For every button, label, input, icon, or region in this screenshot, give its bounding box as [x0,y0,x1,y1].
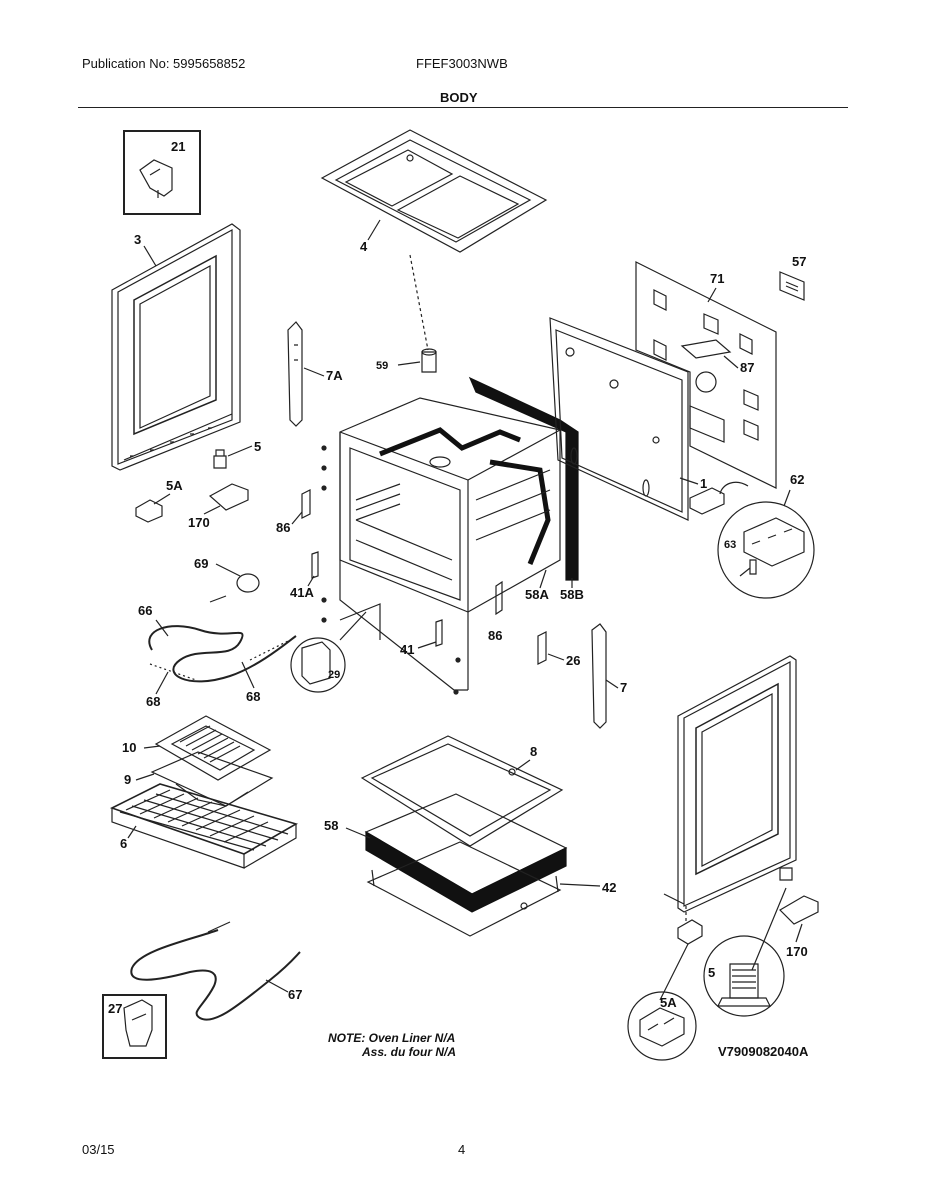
note-line-1: NOTE: Oven Liner N/A [328,1031,456,1045]
part-42-bottom-panel: 42 [366,841,616,937]
callout-68-b: 68 [246,689,260,704]
callout-86-left: 86 [276,520,290,535]
callout-5-top: 5 [254,439,261,454]
part-21-inset: 21 [123,130,201,215]
callout-5A-top: 5A [166,478,183,493]
diagram-code: V7909082040A [718,1044,809,1059]
part-67-broil-element: 67 [130,921,302,1021]
callout-5-bottom: 5 [708,965,715,980]
callout-63: 63 [724,539,736,551]
part-27-inset: 27 [102,994,167,1059]
callout-9: 9 [124,772,131,787]
callout-58A: 58A [525,587,549,602]
callout-41: 41 [400,642,414,657]
part-62-terminal-block: 62 63 [689,472,815,599]
callout-42: 42 [602,880,616,895]
parts-leveler-bottom: 170 5 5A [627,867,819,1061]
callout-27: 27 [108,1001,122,1016]
callout-6: 6 [120,836,127,851]
part-59-fitting: 59 [376,348,437,373]
part-66-bake-element: 66 68 68 [138,595,297,709]
part-6-oven-rack: 6 [109,783,299,869]
part-10-broiler-insert: 10 [122,715,272,781]
callout-41A: 41A [290,585,314,600]
part-4-top-panel: 4 [320,129,548,351]
callout-21: 21 [171,139,185,154]
callout-66: 66 [138,603,152,618]
part-69-lens: 69 [194,556,260,593]
part-1-back-panel: 1 [549,317,707,521]
part-oven-body [321,397,561,695]
callout-7: 7 [620,680,627,695]
callout-86-mid: 86 [488,628,502,643]
callout-1: 1 [700,476,707,491]
footer-date: 03/15 [82,1142,115,1157]
part-71-rear-cover: 71 87 [635,261,777,489]
callout-62: 62 [790,472,804,487]
footer-page-number: 4 [458,1142,466,1157]
callout-7A: 7A [326,368,343,383]
callout-170-top: 170 [188,515,210,530]
callout-59: 59 [376,360,388,372]
part-7-hinge: 7 [591,623,627,729]
callout-4: 4 [360,239,368,254]
note-line-2: Ass. du four N/A [362,1045,457,1059]
part-9-broiler-pan: 9 [124,751,274,807]
callout-69: 69 [194,556,208,571]
part-side-panel-right [663,655,797,924]
callout-57: 57 [792,254,806,269]
model-number: FFEF3003NWB [416,56,508,71]
callout-26: 26 [566,653,580,668]
callout-10: 10 [122,740,136,755]
part-3-side-panel-left: 3 [111,223,241,471]
callout-58: 58 [324,818,338,833]
callout-3: 3 [134,232,141,247]
parts-brackets: 86 41A 86 41 26 [276,489,580,668]
part-57-cover-plate: 57 [779,254,806,301]
header-rule [78,107,848,108]
callout-68-a: 68 [146,694,160,709]
callout-170-bottom: 170 [786,944,808,959]
publication-number: Publication No: 5995658852 [82,56,246,71]
part-58-insulation-pad: 58 [324,793,568,913]
part-58B-insulation: 58A 58B [468,376,584,602]
parts-leveler-top: 5 5A 170 [135,439,261,530]
part-8-oven-bottom: 8 [360,735,564,847]
part-7A-hinge: 7A [287,321,343,427]
callout-5A-bottom: 5A [660,995,677,1010]
part-29-clip-detail: 29 [290,611,367,693]
callout-87: 87 [740,360,754,375]
callout-67: 67 [288,987,302,1002]
callout-58B: 58B [560,587,584,602]
callout-8: 8 [530,744,537,759]
callout-29: 29 [328,669,340,681]
section-title: BODY [440,90,478,105]
callout-71: 71 [710,271,724,286]
